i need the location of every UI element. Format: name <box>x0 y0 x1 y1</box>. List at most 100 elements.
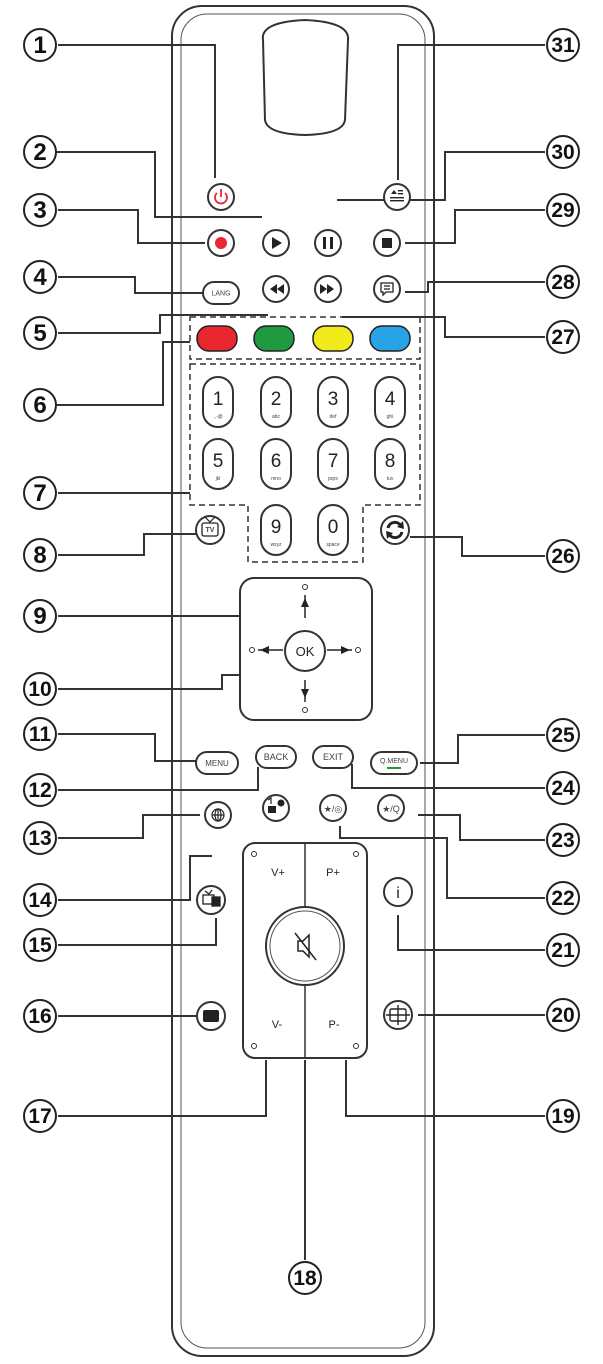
tv-button[interactable]: TV <box>195 515 225 545</box>
mute-button[interactable] <box>265 906 345 986</box>
volume-up-label: V+ <box>271 867 285 879</box>
red-button[interactable] <box>196 325 238 352</box>
digit-8-letters: tuv <box>387 476 394 482</box>
green-button[interactable] <box>253 325 295 352</box>
digit-0-button[interactable]: 0 space <box>317 504 349 556</box>
digit-8-button[interactable]: 8 tuv <box>374 438 406 490</box>
digit-4-button[interactable]: 4 ghi <box>374 376 406 428</box>
blue-button[interactable] <box>369 325 411 352</box>
digit-2-button[interactable]: 2 abc <box>260 376 292 428</box>
tv-guide-button[interactable] <box>383 183 411 211</box>
volume-up-button[interactable]: V+ <box>251 851 285 880</box>
digit-0-letters: space <box>326 542 340 548</box>
callout-24: 24 <box>546 771 580 805</box>
leader-8 <box>58 533 196 556</box>
digit-6-button[interactable]: 6 mno <box>260 438 292 490</box>
back-button[interactable]: BACK <box>255 745 297 769</box>
callout-2-label: 2 <box>33 139 46 166</box>
digit-9-button[interactable]: 9 wxyz <box>260 504 292 556</box>
tv-label: TV <box>206 527 215 534</box>
digit-2-letters: abc <box>272 414 281 420</box>
callout-27-label: 27 <box>551 326 574 349</box>
ok-button[interactable]: OK <box>284 630 326 672</box>
dpad-left-button[interactable] <box>249 646 284 654</box>
menu-button[interactable]: MENU <box>195 751 239 775</box>
rewind-button[interactable] <box>262 275 290 303</box>
arrow-right-icon <box>341 646 350 654</box>
subtitle-button[interactable] <box>373 275 401 303</box>
digit-0-label: 0 <box>328 517 339 538</box>
arrow-down-icon <box>301 689 309 698</box>
callout-22: 22 <box>546 881 580 915</box>
record-button[interactable] <box>207 229 235 257</box>
callout-12-label: 12 <box>28 779 51 802</box>
swap-button[interactable] <box>380 515 410 545</box>
teletext-button[interactable] <box>196 885 226 915</box>
ir-window <box>261 18 350 137</box>
digit-5-label: 5 <box>213 451 224 472</box>
program-up-button[interactable]: P+ <box>326 851 359 880</box>
volume-down-button[interactable]: V- <box>251 1019 283 1049</box>
search-favourite-button[interactable]: ★/Q <box>377 794 405 822</box>
program-down-button[interactable]: P- <box>329 1019 359 1049</box>
digit-5-button[interactable]: 5 jkl <box>202 438 234 490</box>
callout-17-label: 17 <box>28 1105 51 1128</box>
callout-10-label: 10 <box>28 678 51 701</box>
dpad-right-button[interactable] <box>327 646 361 654</box>
quick-menu-button[interactable]: Q.MENU <box>370 751 418 775</box>
digit-1-letters: .,-@ <box>213 414 223 420</box>
pause-button[interactable] <box>314 229 342 257</box>
digit-7-button[interactable]: 7 pqrs <box>317 438 349 490</box>
callout-31-label: 31 <box>551 34 575 57</box>
digit-3-button[interactable]: 3 def <box>317 376 349 428</box>
info-button[interactable]: i <box>383 877 413 907</box>
callout-25: 25 <box>546 718 580 752</box>
stop-button[interactable] <box>373 229 401 257</box>
callout-14-label: 14 <box>28 889 52 912</box>
callout-13: 13 <box>23 821 57 855</box>
callout-9-label: 9 <box>33 603 46 630</box>
stop-icon <box>382 238 392 248</box>
callout-21-label: 21 <box>551 939 575 962</box>
callout-30: 30 <box>546 135 580 169</box>
exit-button[interactable]: EXIT <box>312 745 354 769</box>
screen-button[interactable] <box>196 1001 226 1031</box>
callout-27: 27 <box>546 320 580 354</box>
lang-button[interactable]: LANG <box>202 281 240 305</box>
play-button[interactable] <box>262 229 290 257</box>
picture-mode-button[interactable] <box>383 1000 413 1030</box>
callout-8-label: 8 <box>33 542 46 569</box>
power-button[interactable] <box>207 183 235 211</box>
digit-5-letters: jkl <box>215 476 221 482</box>
fast-forward-button[interactable] <box>314 275 342 303</box>
program-down-label: P- <box>329 1019 340 1031</box>
mute-icon <box>294 932 317 961</box>
yellow-button[interactable] <box>312 325 354 352</box>
ok-label: OK <box>296 644 315 659</box>
digit-9-label: 9 <box>271 517 282 538</box>
internet-button[interactable] <box>204 801 232 829</box>
dpad-down-button[interactable] <box>301 680 309 713</box>
leader-5 <box>58 314 268 334</box>
dpad-up-button[interactable] <box>301 584 309 619</box>
digit-4-label: 4 <box>385 389 396 410</box>
callout-4-label: 4 <box>33 264 47 291</box>
favourite-label: ★/◎ <box>324 804 343 814</box>
callout-10: 10 <box>23 672 57 706</box>
leader-19 <box>345 1060 545 1117</box>
callout-23-label: 23 <box>551 829 574 852</box>
digit-1-label: 1 <box>213 389 224 410</box>
leader-12 <box>58 767 259 791</box>
leader-15 <box>58 918 217 946</box>
digit-7-letters: pqrs <box>328 476 338 482</box>
menu-label: MENU <box>205 759 229 768</box>
favourite-button[interactable]: ★/◎ <box>319 794 347 822</box>
leader-28 <box>405 281 545 293</box>
program-up-label: P+ <box>326 867 340 879</box>
leader-3 <box>58 209 205 244</box>
tv-icon <box>201 516 219 537</box>
media-browser-button[interactable] <box>262 794 290 822</box>
callout-28-label: 28 <box>551 271 575 294</box>
digit-6-label: 6 <box>271 451 282 472</box>
digit-1-button[interactable]: 1 .,-@ <box>202 376 234 428</box>
